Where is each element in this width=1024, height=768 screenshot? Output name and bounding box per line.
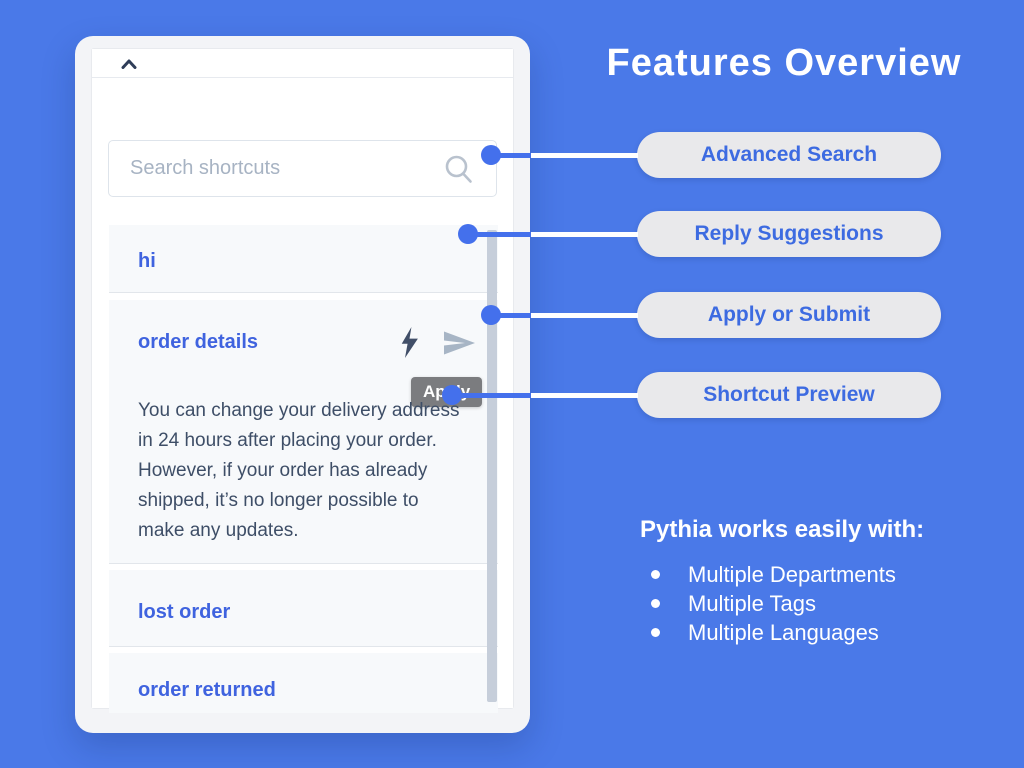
list-item: Multiple Languages — [645, 618, 896, 647]
list-item: Multiple Departments — [645, 560, 896, 589]
panel-body: hi order details Apply You can change yo… — [92, 78, 513, 713]
connector-line — [491, 152, 531, 158]
chevron-up-icon — [121, 59, 137, 69]
callout-advanced-search: Advanced Search — [637, 132, 941, 178]
connector-line — [491, 312, 531, 318]
connector-line — [468, 231, 531, 237]
shortcut-row-order-returned[interactable]: order returned — [109, 653, 498, 713]
connector-line — [531, 152, 638, 158]
list-item: Multiple Tags — [645, 589, 896, 618]
send-paper-plane-icon[interactable] — [443, 330, 476, 356]
search-input[interactable] — [109, 141, 496, 196]
shortcut-preview-text: You can change your delivery address in … — [138, 400, 460, 541]
shortcuts-panel: hi order details Apply You can change yo… — [91, 48, 514, 713]
connector-line — [531, 231, 638, 237]
callout-apply-or-submit: Apply or Submit — [637, 292, 941, 338]
connector-line — [452, 392, 531, 398]
shortcut-row-order-details[interactable]: order details Apply You can change your … — [109, 300, 498, 563]
integrations-heading: Pythia works easily with: — [640, 516, 925, 543]
search-box — [108, 140, 497, 197]
shortcut-name[interactable]: order returned — [138, 679, 276, 701]
search-icon[interactable] — [444, 154, 474, 185]
shortcut-row-lost-order[interactable]: lost order — [109, 570, 498, 646]
callout-reply-suggestions: Reply Suggestions — [637, 211, 941, 257]
integrations-list: Multiple Departments Multiple Tags Multi… — [645, 560, 896, 647]
panel-header — [92, 49, 513, 78]
callout-shortcut-preview: Shortcut Preview — [637, 372, 941, 418]
shortcuts-panel-card: hi order details Apply You can change yo… — [75, 36, 530, 733]
page-title: Features Overview — [606, 42, 962, 84]
collapse-button[interactable] — [114, 52, 144, 76]
apply-lightning-icon[interactable] — [400, 327, 419, 358]
shortcut-row-hi[interactable]: hi — [109, 225, 498, 292]
connector-line — [531, 312, 638, 318]
shortcut-name[interactable]: lost order — [138, 601, 231, 623]
integration-label: Multiple Languages — [688, 620, 879, 645]
integration-label: Multiple Tags — [688, 591, 816, 616]
scrollbar-thumb[interactable] — [487, 230, 497, 702]
connector-line — [531, 392, 638, 398]
shortcut-name[interactable]: hi — [138, 250, 156, 272]
integration-label: Multiple Departments — [688, 562, 896, 587]
shortcut-name[interactable]: order details — [138, 331, 259, 353]
